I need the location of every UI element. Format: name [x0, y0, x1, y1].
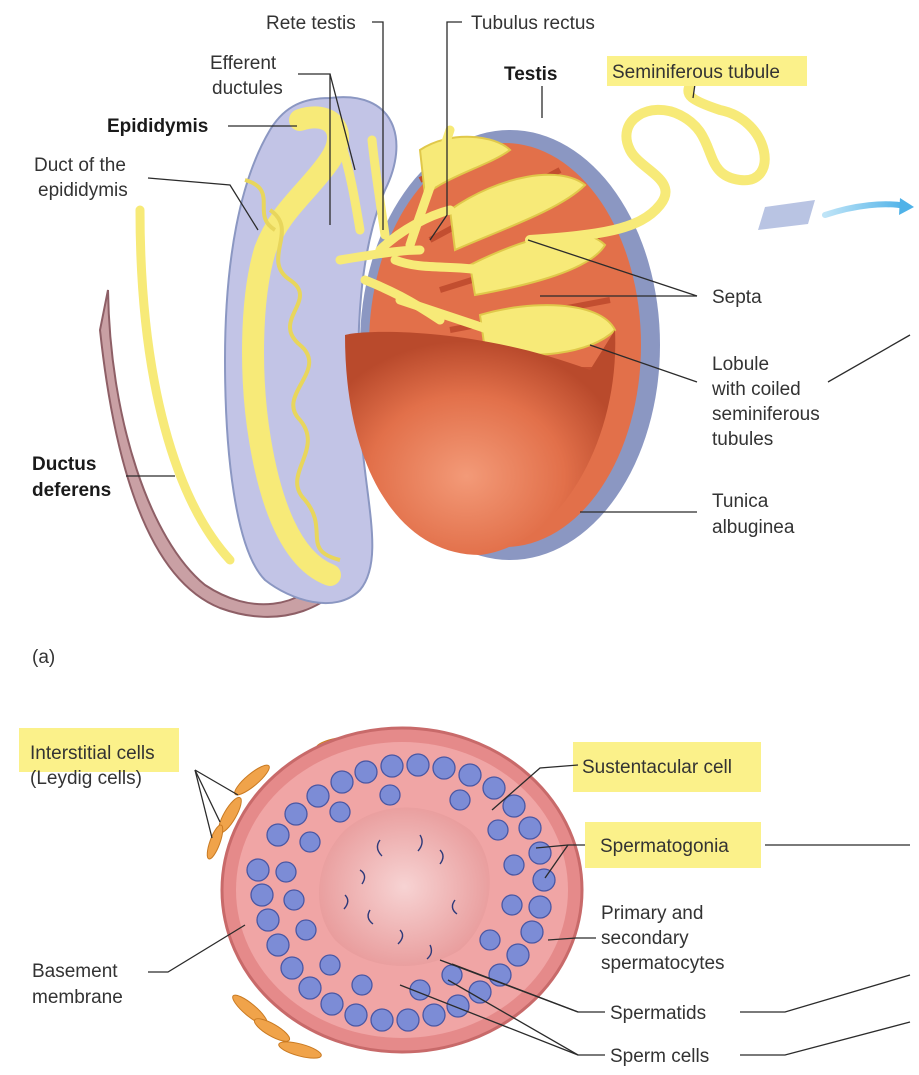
label-epididymis: Epididymis [107, 116, 208, 137]
panel-label-a: (a) [32, 647, 55, 668]
epididymis [223, 96, 398, 605]
label-sperm-cells: Sperm cells [610, 1046, 709, 1067]
rete-testis [335, 125, 495, 335]
label-spermatocytes-3: spermatocytes [601, 953, 725, 974]
seminiferous-tubule-highlight [607, 56, 807, 86]
leader-lines-b [148, 764, 911, 1056]
label-ductus-deferens-2: deferens [32, 480, 111, 501]
label-spermatocytes-2: secondary [601, 928, 689, 949]
label-ductus-deferens-1: Ductus [32, 454, 96, 475]
label-rete-testis: Rete testis [266, 13, 356, 34]
label-lobule-3: seminiferous [712, 404, 820, 425]
section-plane [758, 200, 815, 230]
spermatogonia-highlight [585, 822, 761, 868]
leader-lines-a [126, 21, 911, 513]
interstitial-cells-highlight [19, 728, 179, 772]
label-duct-of-epididymis-2: epididymis [38, 180, 128, 201]
spermatogenic-cells [246, 753, 556, 1032]
label-basement-membrane-2: membrane [32, 987, 123, 1008]
label-testis: Testis [504, 64, 558, 85]
label-interstitial-cells-1: Interstitial cells [30, 743, 155, 764]
zoom-arrow-icon [822, 198, 914, 218]
sustentacular-cell-highlight [573, 742, 761, 792]
label-spermatogonia: Spermatogonia [600, 836, 729, 857]
seminiferous-tubule-cross-section [220, 726, 584, 1054]
label-seminiferous-tubule: Seminiferous tubule [612, 62, 780, 83]
label-efferent-ductules-2: ductules [212, 78, 283, 99]
testis [345, 130, 660, 560]
label-lobule-4: tubules [712, 429, 773, 450]
label-septa: Septa [712, 287, 762, 308]
sperm-tails [343, 834, 458, 960]
label-interstitial-cells-2: (Leydig cells) [30, 768, 142, 789]
label-spermatocytes-1: Primary and [601, 903, 703, 924]
seminiferous-tubule-strand [525, 80, 770, 245]
label-tubulus-rectus: Tubulus rectus [471, 13, 595, 34]
label-lobule-1: Lobule [712, 354, 769, 375]
label-basement-membrane-1: Basement [32, 961, 118, 982]
label-efferent-ductules-1: Efferent [210, 53, 277, 74]
label-lobule-2: with coiled [711, 379, 801, 400]
label-tunica-albuginea-1: Tunica [712, 491, 769, 512]
label-tunica-albuginea-2: albuginea [712, 517, 795, 538]
label-spermatids: Spermatids [610, 1003, 706, 1024]
label-sustentacular-cell: Sustentacular cell [582, 757, 732, 778]
label-duct-of-epididymis-1: Duct of the [34, 155, 126, 176]
